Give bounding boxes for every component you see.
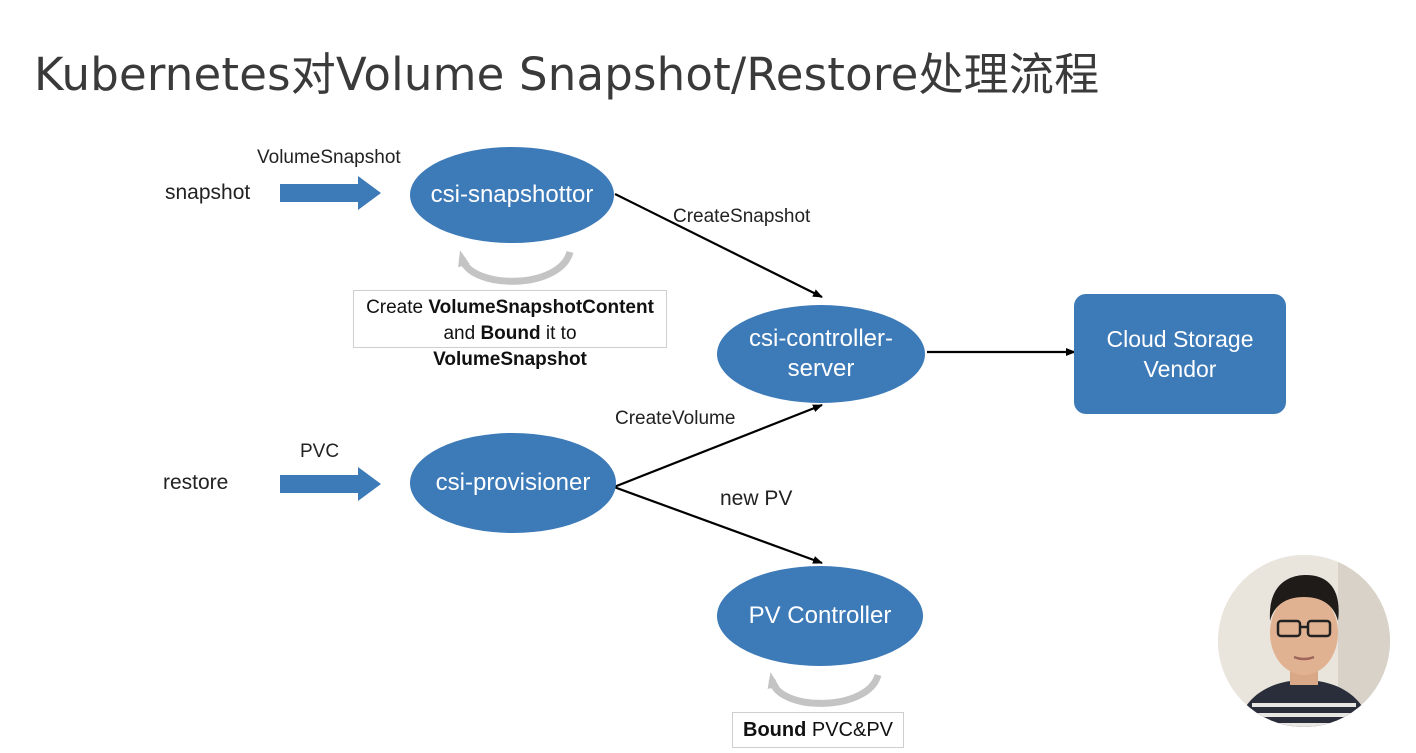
note-text: it to bbox=[540, 323, 577, 344]
bound-emphasis: Bound bbox=[743, 719, 807, 741]
snapshot-loop-arrow bbox=[458, 250, 574, 285]
csi-controller-server-node: csi-controller- server bbox=[717, 305, 925, 403]
bound-note-box: Bound PVC&PV bbox=[732, 712, 905, 748]
create-snapshot-label: CreateSnapshot bbox=[673, 206, 811, 227]
vendor-label-line1: Cloud Storage bbox=[1106, 326, 1254, 352]
snapshot-note-box: Create VolumeSnapshotContent and Bound i… bbox=[353, 290, 667, 370]
pv-controller-label: PV Controller bbox=[748, 602, 892, 629]
csi-provisioner-node: csi-provisioner bbox=[410, 433, 616, 533]
note-emphasis: VolumeSnapshotContent bbox=[428, 297, 654, 318]
restore-label: restore bbox=[163, 471, 229, 494]
snapshot-label: snapshot bbox=[165, 181, 251, 204]
snapshot-note-line2: and Bound it to VolumeSnapshot bbox=[364, 321, 656, 373]
presenter-video-avatar bbox=[1218, 555, 1390, 727]
new-pv-label: new PV bbox=[720, 487, 793, 510]
restore-block-arrow bbox=[280, 467, 381, 501]
csi-snapshotter-node: csi-snapshottor bbox=[410, 147, 614, 243]
create-snapshot-arrow bbox=[614, 193, 823, 298]
snapshot-block-arrow bbox=[280, 176, 381, 210]
bound-text: PVC&PV bbox=[806, 719, 894, 741]
csi-controller-label-line1: csi-controller- bbox=[748, 325, 894, 352]
note-emphasis: VolumeSnapshot bbox=[433, 349, 587, 370]
note-emphasis: Bound bbox=[480, 323, 541, 344]
note-text: and bbox=[443, 323, 481, 344]
new-pv-arrow bbox=[613, 485, 823, 565]
csi-controller-label-line2: server bbox=[787, 355, 855, 382]
create-volume-label: CreateVolume bbox=[615, 408, 736, 429]
pv-controller-node: PV Controller bbox=[717, 566, 923, 666]
create-volume-arrow bbox=[613, 403, 823, 489]
presenter-portrait bbox=[1218, 555, 1390, 727]
csi-provisioner-label: csi-provisioner bbox=[435, 469, 591, 496]
cloud-storage-vendor-node: Cloud Storage Vendor bbox=[1074, 294, 1286, 414]
pv-loop-arrow bbox=[767, 672, 882, 707]
pvc-label: PVC bbox=[300, 441, 340, 462]
snapshot-note-line1: Create VolumeSnapshotContent bbox=[364, 295, 656, 321]
csi-snapshotter-label: csi-snapshottor bbox=[430, 181, 594, 208]
page-title: Kubernetes对Volume Snapshot/Restore处理流程 bbox=[34, 48, 1100, 101]
note-text: Create bbox=[366, 297, 429, 318]
vendor-label-line2: Vendor bbox=[1143, 356, 1217, 382]
volumesnapshot-label: VolumeSnapshot bbox=[257, 147, 401, 168]
